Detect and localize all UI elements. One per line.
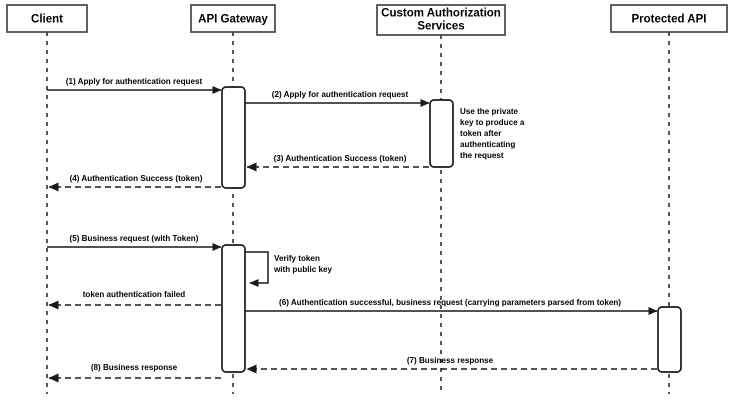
message-5-group[interactable]: (5) Business request (with Token) [47, 234, 222, 251]
activation-bar-protected-api[interactable] [657, 306, 682, 373]
activation-bar-api-gateway-business[interactable] [221, 244, 246, 373]
message-2-group[interactable]: (2) Apply for authentication request [245, 90, 430, 107]
participant-box-custom-authorization-services[interactable] [376, 4, 506, 36]
message-1-group[interactable]: (1) Apply for authentication request [47, 77, 222, 94]
message-5-label: (5) Business request (with Token) [70, 234, 199, 243]
participant-box-client[interactable] [6, 4, 88, 33]
note-private-key-line-3: token after [460, 129, 502, 138]
message-4-label: (4) Authentication Success (token) [70, 174, 203, 183]
note-private-key-line-2: key to produce a [460, 118, 525, 127]
message-7-label: (7) Business response [407, 356, 494, 365]
message-token-auth-failed-group[interactable]: token authentication failed [48, 290, 221, 310]
lifelines-group [46, 32, 670, 394]
participant-box-protected-api[interactable] [610, 4, 728, 33]
message-token-auth-failed-label: token authentication failed [83, 290, 186, 299]
participant-boxes-group: Client API Gateway Custom Authorization … [6, 4, 728, 36]
self-message-verify-token-path[interactable] [245, 251, 269, 287]
participant-box-api-gateway[interactable] [190, 4, 276, 33]
activation-bars-group [221, 86, 682, 373]
participant-label-api-gateway: API Gateway [198, 14, 268, 26]
participant-label-custom-authorization-services-line2: Services [417, 21, 464, 33]
note-private-key-line-5: the request [460, 151, 504, 160]
activation-bar-api-gateway-auth[interactable] [221, 86, 246, 189]
message-2-label: (2) Apply for authentication request [272, 90, 409, 99]
message-3-group[interactable]: (3) Authentication Success (token) [246, 154, 429, 172]
message-8-label: (8) Business response [91, 363, 178, 372]
participant-label-client: Client [31, 14, 63, 26]
self-message-verify-token-group[interactable]: Verify token with public key [245, 251, 333, 287]
note-private-key-group: Use the private key to produce a token a… [460, 107, 525, 160]
message-7-group[interactable]: (7) Business response [246, 356, 657, 374]
message-1-label: (1) Apply for authentication request [66, 77, 203, 86]
message-3-label: (3) Authentication Success (token) [274, 154, 407, 163]
message-6-group[interactable]: (6) Authentication successful, business … [245, 298, 658, 315]
message-4-group[interactable]: (4) Authentication Success (token) [48, 174, 221, 192]
self-message-verify-token-label-line1: Verify token [274, 254, 320, 263]
participant-label-protected-api: Protected API [632, 14, 707, 26]
self-message-verify-token-label-line2: with public key [273, 265, 333, 274]
note-private-key-line-1: Use the private [460, 107, 519, 116]
participant-label-custom-authorization-services-line1: Custom Authorization [381, 8, 501, 20]
message-8-group[interactable]: (8) Business response [48, 363, 221, 383]
note-private-key-line-4: authenticating [460, 140, 515, 149]
activation-bar-custom-authorization-services[interactable] [429, 99, 454, 168]
message-6-label: (6) Authentication successful, business … [279, 298, 621, 307]
